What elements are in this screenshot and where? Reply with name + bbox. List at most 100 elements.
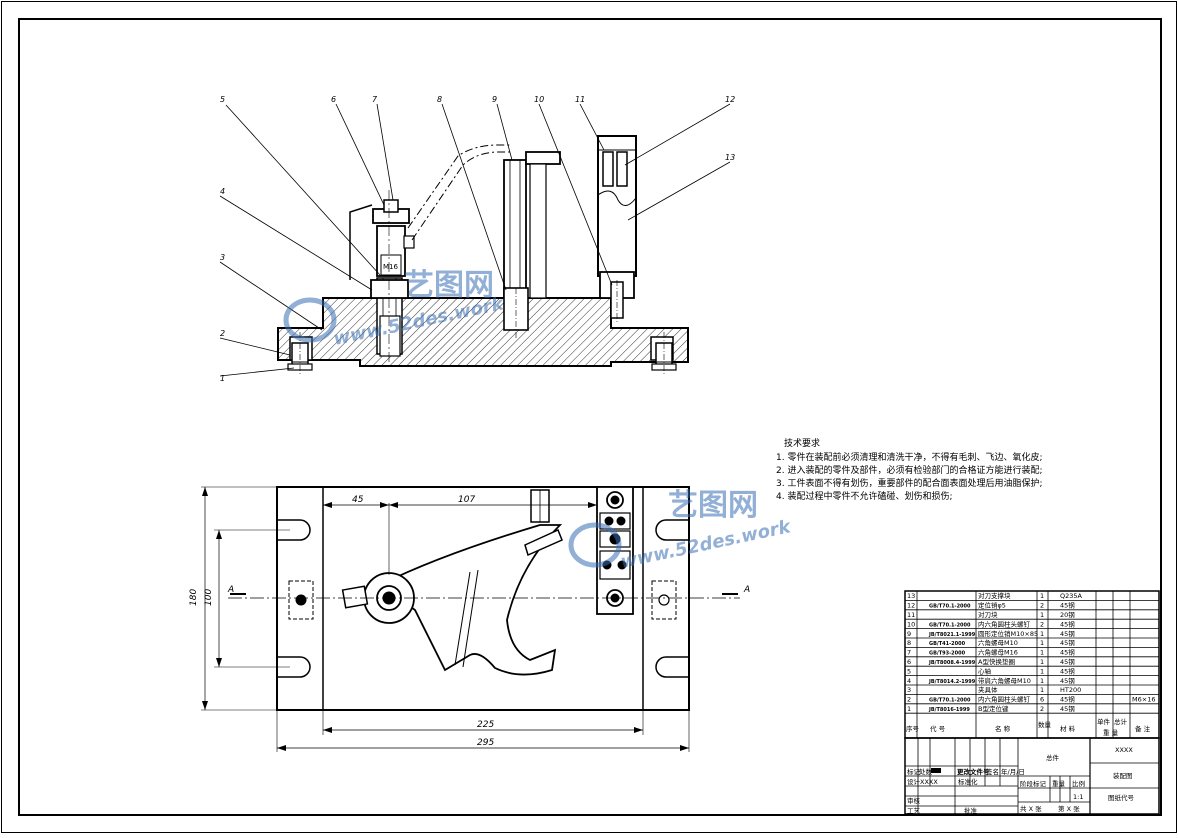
bom-cell-code: GB/T93-2000	[929, 651, 966, 657]
bom-header-name: 名 称	[995, 724, 1011, 733]
post-marking: M16	[383, 263, 398, 271]
bom-table	[904, 590, 1160, 739]
stage-label: 阶段标记	[1020, 779, 1047, 788]
u-slot-left-bottom	[277, 656, 311, 678]
technical-requirements: 技术要求 1. 零件在装配前必须清理和清洗干净，不得有毛刺、飞边、氧化皮; 2.…	[776, 437, 1042, 502]
bom-cell-name: 六角螺母M10	[978, 638, 1018, 647]
bom-cell-material: 45钢	[1060, 639, 1075, 647]
sheet-number: 第 X 张	[1058, 804, 1080, 813]
bom-cell-no: 7	[907, 649, 911, 657]
drawing-name: 装配图	[1113, 771, 1133, 780]
shoulder-nut	[370, 279, 409, 299]
bom-cell-name: 带肩六角螺母M10	[978, 676, 1031, 685]
title-block	[904, 737, 1160, 815]
bom-cell-no: 8	[907, 639, 911, 647]
title-block-text: 总件 XXXX 装配图 图纸代号 标记 处数 更改文件号 签名 年/月/日 设计…	[907, 746, 1135, 815]
scale-label: 比例	[1072, 779, 1085, 788]
count-label: 处数	[919, 767, 933, 776]
bom-cell-qty: 1	[1040, 667, 1044, 675]
bom-cell-material: 45钢	[1060, 696, 1075, 704]
bom-header-code: 代 号	[930, 724, 946, 733]
bom-cell-no: 9	[907, 630, 911, 638]
drawing-code: 图纸代号	[1108, 793, 1135, 802]
plan-view	[201, 486, 740, 752]
callout-10: 10	[534, 95, 544, 104]
approve-label: 批准	[964, 806, 978, 815]
u-slot-right-bottom	[655, 656, 689, 678]
bom-header-material: 材 料	[1060, 724, 1076, 733]
bom-cell-no: 1	[907, 705, 911, 713]
selected-tag-box	[931, 768, 941, 773]
bom-cell-code: GB/T70.1-2000	[929, 622, 971, 628]
bom-cell-name: 对刀块	[978, 610, 998, 619]
bom-cell-no: 12	[907, 602, 915, 610]
bom-cell-code: JB/T8021.1-1999	[928, 632, 976, 638]
globe-icon	[568, 522, 622, 568]
process-label: 工艺	[907, 807, 921, 815]
bom-cell-note: M6×16	[1132, 696, 1155, 704]
sign-label: 签名	[986, 767, 999, 776]
mark-label: 标记	[907, 767, 921, 776]
bom-cell-qty: 1	[1040, 639, 1044, 647]
bom-cell-qty: 6	[1040, 696, 1044, 704]
u-slot-right-top	[655, 519, 689, 541]
bom-cell-qty: 2	[1040, 602, 1044, 610]
callout-4: 4	[220, 187, 225, 196]
bom-cell-no: 10	[907, 620, 915, 628]
bom-cell-material: 20钢	[1060, 611, 1075, 619]
bom-cell-qty: 1	[1040, 686, 1044, 694]
bom-cell-no: 3	[907, 686, 911, 694]
callout-5: 5	[220, 95, 225, 104]
section-view: M16	[219, 103, 731, 377]
bom-cell-material: 45钢	[1060, 658, 1075, 666]
bom-cell-code: GB/T70.1-2000	[929, 604, 971, 610]
bom-cell-qty: 1	[1040, 658, 1044, 666]
bom-cell-name: B型定位键	[978, 704, 1009, 713]
bom-cell-material: 45钢	[1060, 705, 1075, 713]
bom-header-single: 单件	[1097, 717, 1111, 726]
bom-header-total: 总计	[1114, 717, 1128, 726]
callout-11: 11	[575, 95, 585, 104]
bom-cell-no: 4	[907, 677, 911, 685]
bom-cell-material: 45钢	[1060, 649, 1075, 657]
section-mark-right: A	[743, 585, 750, 595]
bom-cell-material: 45钢	[1060, 667, 1075, 675]
callout-2: 2	[220, 329, 225, 338]
dim-45: 45	[352, 495, 364, 505]
callout-12: 12	[725, 95, 735, 104]
bom-cell-material: 45钢	[1060, 677, 1075, 685]
bom-cell-material: Q235A	[1060, 592, 1083, 600]
tech-req-line-4: 4. 装配过程中零件不允许磕碰、划伤和损伤;	[776, 490, 952, 502]
review-label: 审核	[907, 796, 921, 805]
tech-req-title: 技术要求	[784, 437, 820, 449]
bom-cell-name: A型快换垫圈	[978, 657, 1015, 666]
callout-7: 7	[372, 95, 378, 104]
inner-border	[18, 18, 1162, 816]
bom-cell-name: 内六角圆柱头螺钉	[978, 619, 1031, 628]
bom-cell-no: 6	[907, 658, 911, 666]
designer-label: 设计	[907, 777, 921, 786]
bom-cell-name: 六角螺母M16	[978, 648, 1018, 657]
watermark-brand-1: 艺图网	[404, 268, 494, 303]
company-name: XXXX	[1115, 746, 1133, 754]
bom-cell-no: 13	[907, 592, 915, 600]
bom-cell-qty: 2	[1040, 620, 1044, 628]
locating-pin	[503, 159, 527, 299]
bom-cell-material: 45钢	[1060, 620, 1075, 628]
callout-1: 1	[220, 374, 225, 383]
bom-cell-name: 夹具体	[978, 685, 998, 694]
callout-8: 8	[437, 95, 442, 104]
section-callouts: 5 6 7 8 9 10 11 12 13 4 3 2 1	[220, 95, 735, 383]
bom-header-qty: 数量	[1038, 720, 1052, 729]
bom-cell-material: 45钢	[1060, 602, 1075, 610]
bom-header-no: 序号	[906, 724, 920, 733]
bom-cell-qty: 1	[1040, 630, 1044, 638]
bom-cell-name: 心轴	[978, 666, 992, 675]
bom-header-note: 备 注	[1135, 724, 1151, 733]
dim-100: 100	[204, 589, 214, 606]
dim-295: 295	[477, 738, 494, 748]
callout-6: 6	[331, 95, 336, 104]
